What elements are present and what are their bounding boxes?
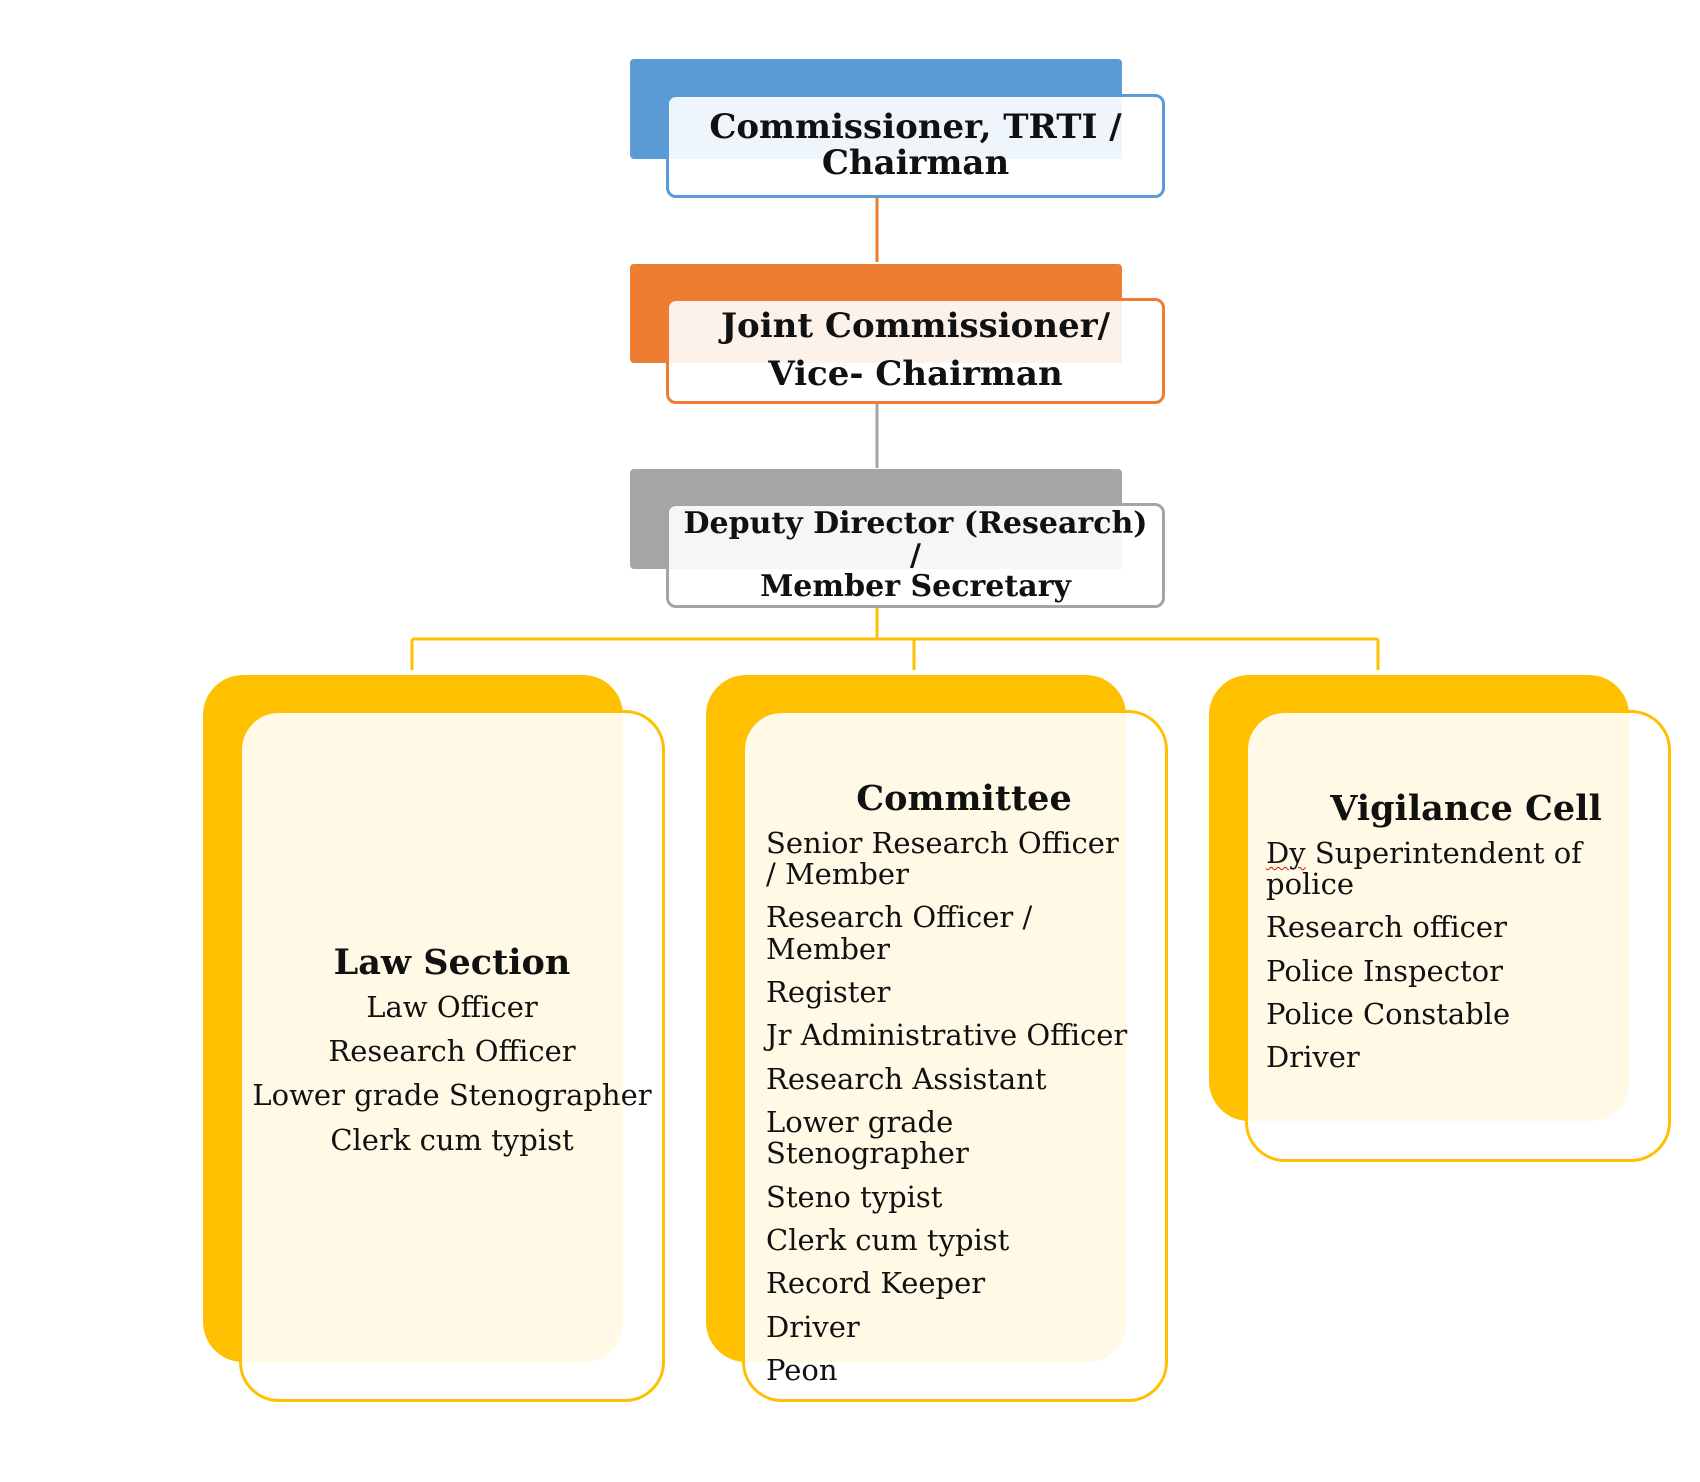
deputy-director-title-line2: Member Secretary: [760, 569, 1071, 605]
committee-item: Driver: [766, 1309, 860, 1344]
law-section-item: Research Officer: [328, 1034, 576, 1069]
committee-item: Peon: [766, 1352, 838, 1387]
law-section-title: Law Section: [333, 942, 571, 983]
committee-item: Senior Research Officer / Member: [766, 825, 1119, 892]
law-section-item: Law Officer: [366, 989, 538, 1024]
committee-item: Steno typist: [766, 1179, 943, 1214]
vigilance-cell-item: Police Constable: [1266, 997, 1511, 1032]
vigilance-cell-item: Dy Superintendent of police: [1266, 835, 1596, 902]
joint-commissioner-overlap-tint: [669, 301, 1122, 363]
commissioner-front-shape: [666, 94, 1165, 198]
committee-item: Lower grade Stenographer: [766, 1104, 969, 1171]
vigilance-cell-item: Research officer: [1266, 910, 1507, 945]
joint-commissioner-front-shape: [666, 298, 1165, 404]
joint-commissioner-title-line1: Joint Commissioner/: [720, 306, 1111, 347]
committee-item: Record Keeper: [766, 1266, 986, 1301]
vigilance-cell-overlap-tint: [1248, 713, 1629, 1121]
deputy-director-title-line1: Deputy Director (Research) /: [683, 506, 1148, 573]
committee-item: Research Assistant: [766, 1061, 1047, 1096]
deputy-director-front-shape: [666, 503, 1165, 608]
committee-item: Clerk cum typist: [766, 1222, 1010, 1257]
vigilance-cell-item-rest: Superintendent of police: [1266, 835, 1582, 902]
law-section-item: Clerk cum typist: [330, 1122, 574, 1157]
vigilance-cell-front-shape: [1245, 710, 1671, 1162]
commissioner-overlap-tint: [669, 97, 1122, 159]
deputy-director-label: Deputy Director (Research) / Member Secr…: [666, 503, 1165, 608]
vigilance-cell-item: Driver: [1266, 1040, 1360, 1075]
law-section-front-shape: [239, 710, 665, 1402]
vigilance-cell-content: Vigilance Cell Dy Superintendent of poli…: [1266, 790, 1666, 1086]
committee-overlap-tint: [745, 713, 1126, 1362]
committee-item: Register: [766, 975, 891, 1010]
vigilance-cell-title: Vigilance Cell: [1330, 788, 1602, 829]
spellcheck-underline-word: Dy: [1266, 835, 1306, 870]
committee-item: Research Officer / Member: [766, 900, 1033, 966]
commissioner-title-line1: Commissioner, TRTI /: [709, 107, 1122, 148]
vigilance-cell-item: Police Inspector: [1266, 953, 1503, 988]
deputy-director-overlap-tint: [669, 506, 1122, 569]
commissioner-label: Commissioner, TRTI / Chairman: [666, 94, 1165, 198]
committee-item: Jr Administrative Officer: [766, 1018, 1128, 1053]
joint-commissioner-title-line2: Vice- Chairman: [768, 354, 1063, 394]
law-section-content: Law Section Law Officer Research Officer…: [239, 944, 665, 1169]
law-section-item: Lower grade Stenographer: [252, 1078, 652, 1113]
law-section-overlap-tint: [242, 713, 623, 1362]
committee-front-shape: [742, 710, 1168, 1402]
joint-commissioner-label: Joint Commissioner/ Vice- Chairman: [666, 298, 1165, 404]
committee-title: Committee: [856, 778, 1072, 819]
committee-content: Committee Senior Research Officer / Memb…: [766, 780, 1162, 1398]
commissioner-title-line2: Chairman: [821, 143, 1010, 183]
